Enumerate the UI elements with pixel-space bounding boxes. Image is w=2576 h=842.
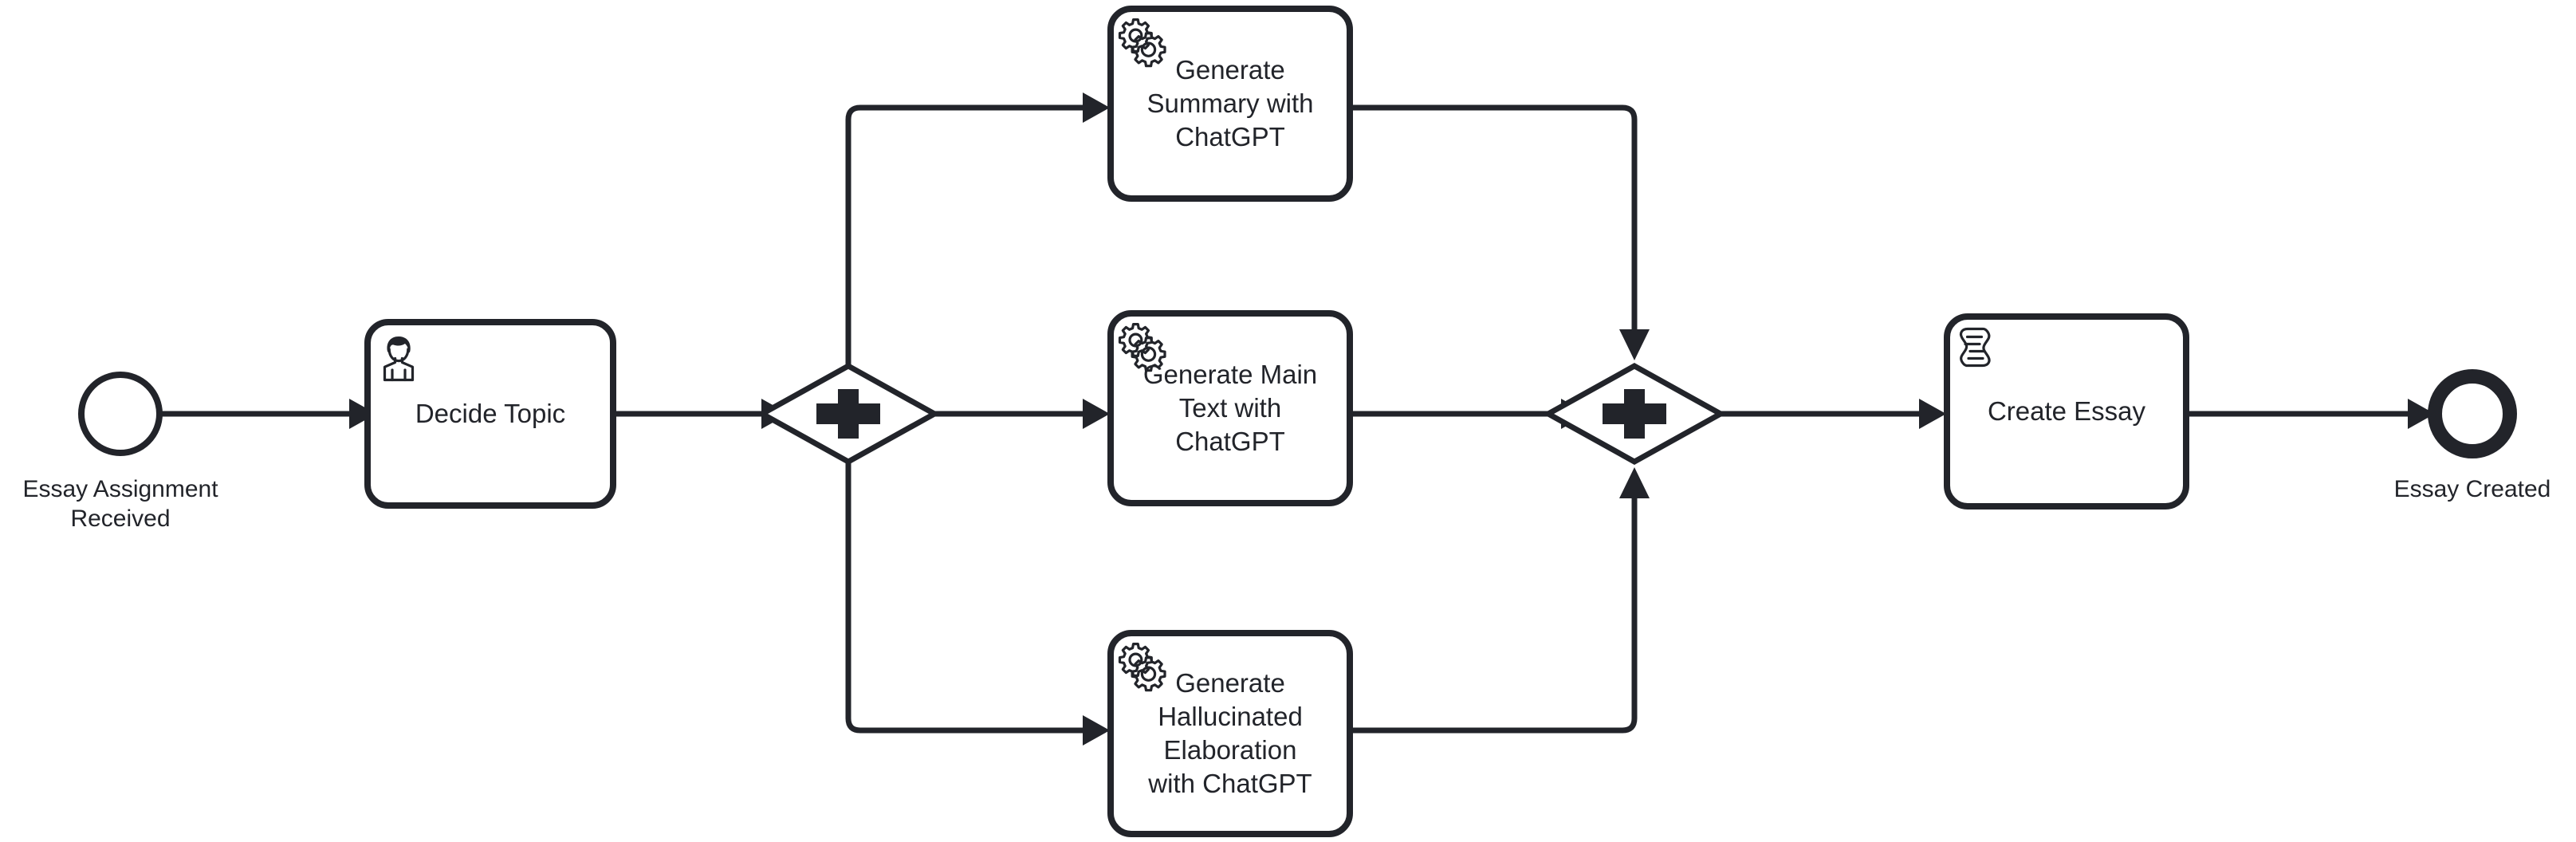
start-event-label: Essay Assignment Received: [22, 476, 218, 532]
task-rect: [1107, 310, 1353, 506]
end-event-circle: [2428, 369, 2517, 458]
gateway-parallel-split[interactable]: [756, 362, 941, 466]
flow-create-to-end[interactable]: [2186, 399, 2435, 429]
script-icon: [1959, 327, 1991, 368]
arrow-head-icon: [1919, 399, 1946, 429]
flow-line: [845, 104, 1083, 366]
flow-split-to-main-text[interactable]: [934, 399, 1110, 429]
arrow-head-icon: [1083, 92, 1110, 123]
arrow-head-icon: [1083, 399, 1110, 429]
end-event[interactable]: [2428, 369, 2517, 458]
user-icon: [383, 336, 415, 382]
task-rect: [1107, 6, 1353, 202]
flow-line: [1350, 104, 1638, 329]
gateway-parallel-join[interactable]: [1542, 362, 1727, 466]
gears-icon: [1118, 323, 1166, 372]
task-generate-hallucinated[interactable]: [1107, 630, 1353, 837]
task-decide-topic[interactable]: [364, 319, 616, 509]
task-rect: [1107, 630, 1353, 837]
flow-line: [845, 462, 1083, 734]
gears-icon: [1118, 18, 1166, 68]
arrow-head-icon: [349, 399, 376, 429]
task-rect: [1944, 313, 2189, 510]
start-event[interactable]: [78, 372, 163, 456]
task-create-essay[interactable]: [1944, 313, 2189, 510]
arrow-head-icon: [1619, 329, 1650, 360]
flow-line: [1350, 498, 1638, 734]
task-rect: [364, 319, 616, 509]
flow-summary-to-join[interactable]: [1350, 104, 1650, 360]
arrow-head-icon: [2408, 399, 2435, 429]
flow-split-to-summary[interactable]: [845, 92, 1110, 366]
gears-icon: [1118, 643, 1166, 692]
task-generate-main-text[interactable]: [1107, 310, 1353, 506]
plus-marker-icon: [816, 389, 880, 439]
flow-hallucinated-to-join[interactable]: [1350, 467, 1650, 734]
arrow-head-icon: [1083, 715, 1110, 746]
plus-marker-icon: [1603, 389, 1666, 439]
start-event-circle: [78, 372, 163, 456]
arrow-head-icon: [1619, 467, 1650, 498]
task-generate-summary[interactable]: [1107, 6, 1353, 202]
flow-join-to-create[interactable]: [1721, 399, 1946, 429]
flow-split-to-hallucinated[interactable]: [845, 462, 1110, 746]
end-event-label: Essay Created: [2393, 476, 2551, 502]
